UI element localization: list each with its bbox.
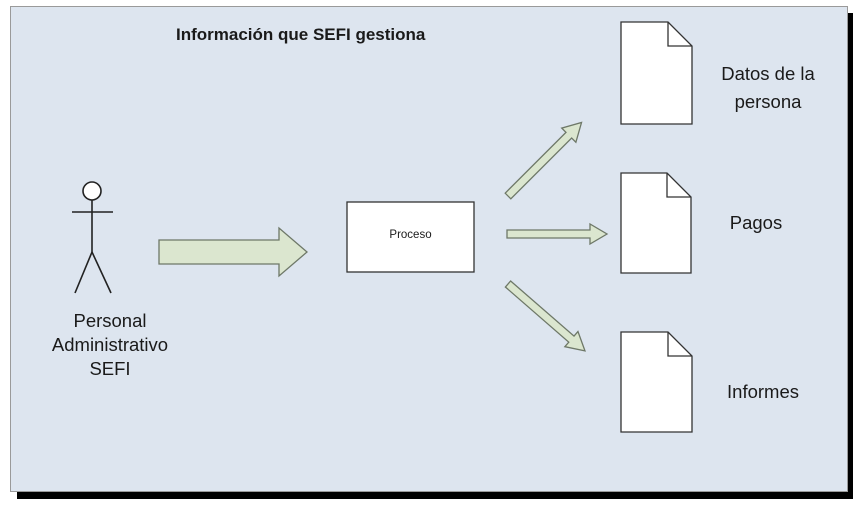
arrow-process-to-informes [504,280,586,352]
document-label-datos: Datos de la persona [703,60,833,116]
process-label: Proceso [389,229,432,241]
arrow-actor-to-process [158,226,308,278]
arrow-process-to-pagos [506,222,609,246]
process-box [346,201,475,273]
actor-figure [72,181,113,294]
document-label-line: persona [734,91,802,112]
diagram-title: Información que SEFI gestiona [176,25,426,44]
actor-left-leg [74,251,93,294]
document-label-line: Datos de la [721,63,815,84]
document-icon-pagos [620,172,692,274]
actor-label-line: Administrativo [51,334,169,355]
actor-label: Personal Administrativo SEFI [40,309,180,381]
document-icon-informes [620,331,693,433]
document-icon-datos [620,21,693,125]
actor-label-line: Personal [73,310,147,331]
actor-right-leg [91,251,112,294]
actor-label-line: SEFI [89,358,131,379]
actor-head [82,181,102,201]
document-label-informes: Informes [727,381,799,402]
document-label-pagos: Pagos [729,212,783,233]
arrow-process-to-datos [504,121,583,200]
